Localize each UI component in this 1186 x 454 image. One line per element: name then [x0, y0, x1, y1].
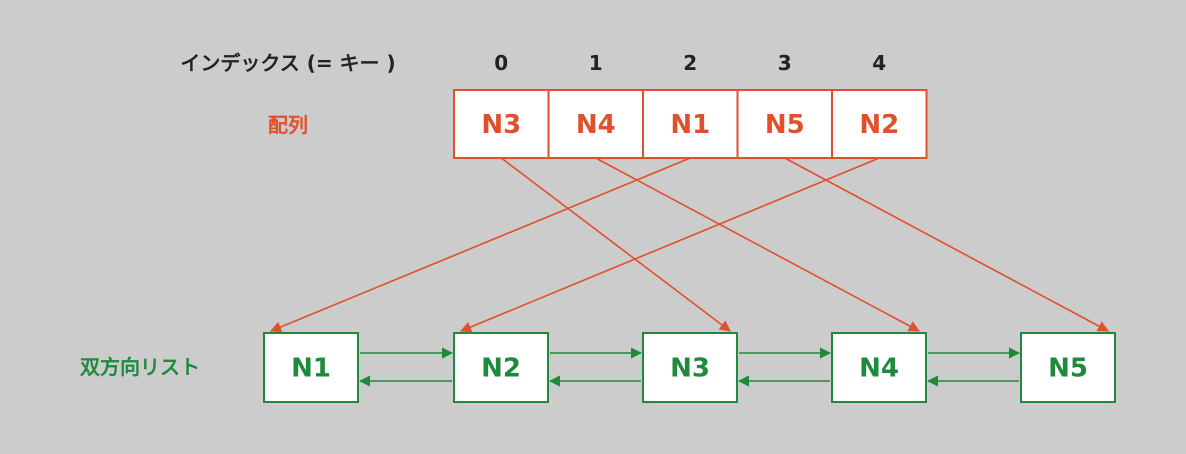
list-node-box: [831, 332, 927, 403]
index-label: 0: [494, 51, 508, 75]
mapping-arrow: [500, 157, 731, 332]
mapping-arrow: [784, 157, 1109, 332]
index-label: 3: [778, 51, 792, 75]
list-node: N1: [263, 332, 359, 403]
list-node-box: [1020, 332, 1116, 403]
array-cell-label: N5: [765, 110, 805, 140]
list-node: N4: [831, 332, 927, 403]
mapping-arrow: [459, 157, 880, 333]
array-cell-label: N4: [576, 110, 616, 140]
array-cell: N1: [642, 89, 739, 159]
index-label: 4: [872, 51, 886, 75]
array-to-list-arrows: [269, 157, 1109, 333]
index-label: 1: [589, 51, 603, 75]
list-node-label: N2: [481, 354, 521, 384]
array-cell: N4: [547, 89, 644, 159]
array-cell: N3: [453, 89, 550, 159]
list-node: N2: [453, 332, 549, 403]
array-cell-box: [547, 89, 644, 159]
array-cell-label: N3: [481, 110, 521, 140]
mapping-arrow: [269, 157, 691, 333]
array-cell: N2: [831, 89, 928, 159]
list-node: N3: [642, 332, 738, 403]
list-nodes: N1 N2 N3 N4 N5: [263, 332, 1116, 403]
list-node-label: N3: [670, 354, 710, 384]
array-cells: N3 N4 N1 N5 N2: [453, 89, 928, 159]
list-node-label: N5: [1048, 354, 1088, 384]
list-node-box: [642, 332, 738, 403]
list-link-arrows: [358, 347, 1021, 387]
list-node-label: N1: [291, 354, 331, 384]
array-cell: N5: [736, 89, 833, 159]
list-node-label: N4: [859, 354, 899, 384]
array-cell-label: N1: [670, 110, 710, 140]
array-cell-box: [453, 89, 550, 159]
list-node-box: [263, 332, 359, 403]
index-label: 2: [683, 51, 697, 75]
array-label: 配列: [268, 113, 308, 137]
index-labels: 0 1 2 3 4: [494, 51, 886, 75]
list-label: 双方向リスト: [80, 355, 200, 379]
mapping-arrow: [595, 157, 920, 332]
array-cell-label: N2: [859, 110, 899, 140]
list-node: N5: [1020, 332, 1116, 403]
index-key-header: インデックス (= キー ): [180, 51, 395, 75]
list-node-box: [453, 332, 549, 403]
